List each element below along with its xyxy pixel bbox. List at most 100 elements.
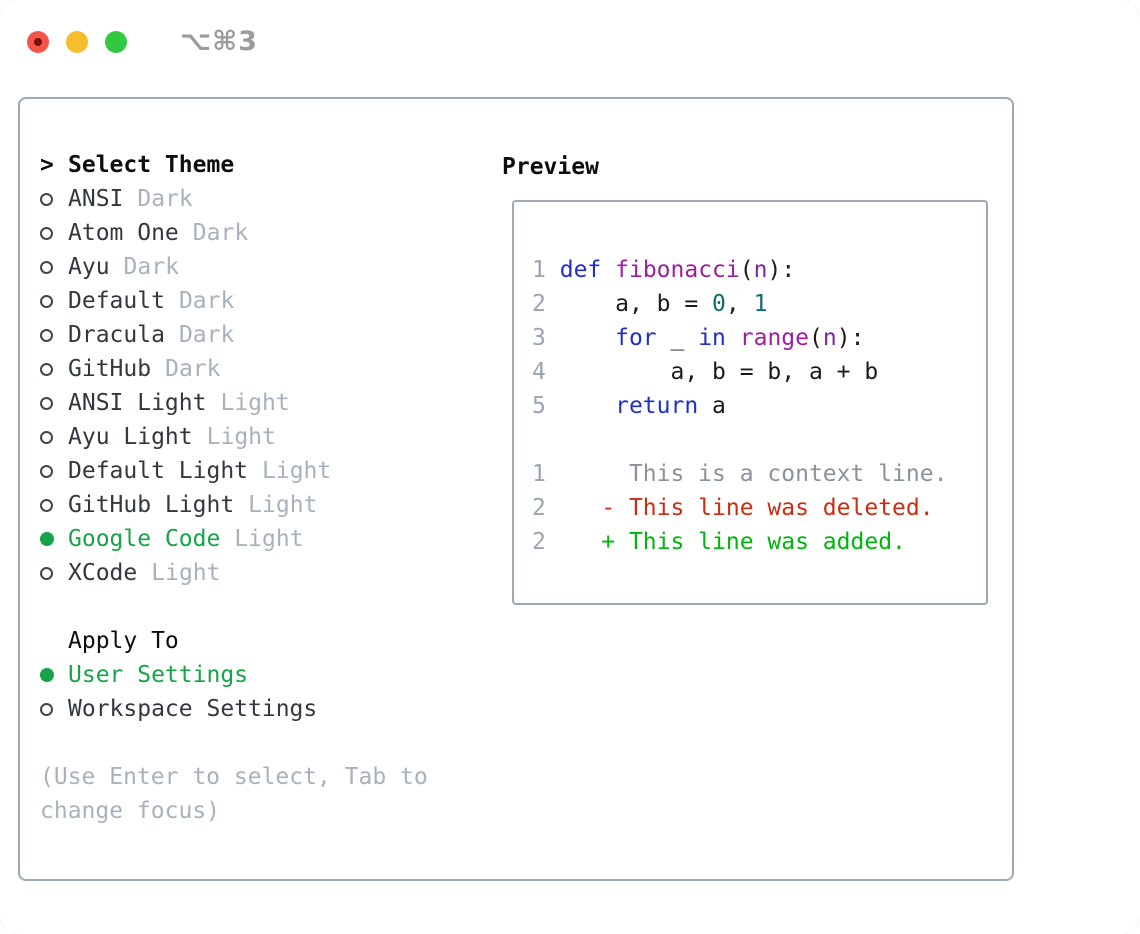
- spacer: [40, 726, 428, 760]
- code-token-plain: [546, 393, 615, 419]
- code-token-kw: for: [615, 325, 657, 351]
- close-button[interactable]: [27, 30, 49, 53]
- select-theme-title: Select Theme: [68, 152, 235, 178]
- radio-icon: [40, 294, 53, 308]
- preview-panel: 1 def fibonacci(n): 2 a, b = 0, 1 3 for …: [512, 200, 988, 605]
- radio-icon: [40, 260, 53, 274]
- radio-icon: [40, 328, 53, 342]
- theme-option-github-light[interactable]: GitHub Light Light: [40, 488, 428, 522]
- theme-option-atom-one[interactable]: Atom One Dark: [40, 216, 428, 250]
- theme-variant-label: Dark: [137, 186, 193, 212]
- theme-variant-label: Dark: [165, 356, 221, 382]
- code-token-kw: def: [559, 257, 602, 283]
- line-number: 2: [532, 495, 546, 521]
- titlebar: ⌥⌘3: [27, 26, 258, 57]
- theme-option-label: XCode: [68, 560, 138, 586]
- radio-icon: [40, 430, 53, 444]
- theme-option-ansi[interactable]: ANSI Dark: [40, 182, 428, 216]
- theme-variant-label: Dark: [123, 254, 179, 280]
- radio-icon: [40, 702, 53, 716]
- code-token-fn: fibonacci: [615, 257, 740, 283]
- radio-icon: [40, 464, 53, 478]
- theme-list: ANSI Dark Atom One Dark Ayu Dark Default…: [40, 182, 428, 590]
- code-token-plain: (: [809, 325, 823, 351]
- code-token-plain: [601, 257, 615, 283]
- code-line: 2 a, b = 0, 1: [532, 287, 986, 321]
- code-token-del: - This line was deleted.: [545, 495, 934, 521]
- window-title-shortcut: ⌥⌘3: [180, 26, 258, 57]
- spacer: [40, 590, 428, 624]
- theme-option-label: Ayu Light: [68, 424, 193, 450]
- code-token-plain: a, b = b, a + b: [545, 359, 879, 385]
- theme-option-dracula[interactable]: Dracula Dark: [40, 318, 428, 352]
- focus-arrow-icon: >: [40, 152, 54, 178]
- theme-option-xcode[interactable]: XCode Light: [40, 556, 428, 590]
- code-token-param: n: [822, 325, 837, 351]
- theme-option-label: GitHub Light: [68, 492, 235, 518]
- radio-selected-icon: [40, 668, 54, 682]
- code-token-plain: ,: [725, 291, 754, 317]
- theme-variant-label: Dark: [192, 220, 249, 246]
- theme-option-label: Atom One: [68, 220, 179, 246]
- line-number: 4: [532, 359, 546, 385]
- theme-picker-panel: > Select Theme ANSI Dark Atom One Dark A…: [18, 97, 1014, 881]
- code-token-lit: 1: [753, 291, 768, 317]
- theme-variant-label: Dark: [178, 322, 235, 348]
- code-token-plain: [546, 257, 560, 283]
- line-number: 1: [532, 257, 546, 283]
- help-text-line-1: (Use Enter to select, Tab to: [40, 764, 428, 790]
- theme-variant-label: Light: [220, 390, 290, 416]
- minimize-button[interactable]: [66, 30, 88, 53]
- apply-option-label: Workspace Settings: [68, 696, 318, 722]
- theme-option-github[interactable]: GitHub Dark: [40, 352, 428, 386]
- theme-option-label: ANSI: [68, 186, 124, 212]
- code-token-add: + This line was added.: [545, 529, 906, 555]
- theme-variant-label: Dark: [178, 288, 235, 314]
- code-token-kw: in: [698, 325, 726, 351]
- code-line: 2 - This line was deleted.: [532, 491, 986, 525]
- code-token-plain: [726, 325, 740, 351]
- theme-option-ayu[interactable]: Ayu Dark: [40, 250, 428, 284]
- code-line: 5 return a: [532, 389, 986, 423]
- theme-option-google-code[interactable]: Google Code Light: [40, 522, 428, 556]
- code-token-plain: ):: [767, 257, 796, 283]
- apply-option-workspace-settings[interactable]: Workspace Settings: [40, 692, 428, 726]
- code-line: [532, 423, 986, 457]
- theme-option-label: Ayu: [68, 254, 110, 280]
- radio-icon: [40, 396, 53, 410]
- apply-to-header: Apply To: [40, 624, 428, 658]
- radio-selected-icon: [40, 532, 54, 546]
- theme-selector-column: > Select Theme ANSI Dark Atom One Dark A…: [20, 99, 428, 828]
- apply-to-list: User Settings Workspace Settings: [40, 658, 428, 726]
- theme-variant-label: Light: [206, 424, 276, 450]
- line-number: 1: [532, 461, 546, 487]
- apply-option-user-settings[interactable]: User Settings: [40, 658, 428, 692]
- apply-to-title: Apply To: [68, 628, 179, 654]
- code-token-ctx: This is a context line.: [545, 461, 948, 487]
- radio-icon: [40, 192, 53, 206]
- theme-option-label: Default: [68, 288, 165, 314]
- code-token-plain: _: [656, 325, 699, 351]
- theme-option-label: ANSI Light: [68, 390, 207, 416]
- theme-option-default-light[interactable]: Default Light Light: [40, 454, 428, 488]
- theme-option-label: Google Code: [68, 526, 221, 552]
- theme-option-ansi-light[interactable]: ANSI Light Light: [40, 386, 428, 420]
- maximize-button[interactable]: [105, 30, 127, 53]
- line-number: 5: [532, 393, 546, 419]
- theme-variant-label: Light: [248, 492, 318, 518]
- code-token-plain: a, b =: [545, 291, 713, 317]
- preview-title: Preview: [502, 154, 599, 180]
- code-line: 2 + This line was added.: [532, 525, 986, 559]
- radio-icon: [40, 566, 53, 580]
- code-line: 4 a, b = b, a + b: [532, 355, 986, 389]
- theme-variant-label: Light: [234, 526, 304, 552]
- apply-option-label: User Settings: [68, 662, 249, 688]
- theme-option-label: GitHub: [68, 356, 152, 382]
- theme-option-ayu-light[interactable]: Ayu Light Light: [40, 420, 428, 454]
- code-token-plain: (: [739, 257, 754, 283]
- code-token-fn: range: [739, 325, 810, 351]
- code-preview: 1 def fibonacci(n): 2 a, b = 0, 1 3 for …: [532, 253, 986, 559]
- theme-option-default[interactable]: Default Dark: [40, 284, 428, 318]
- code-line: 3 for _ in range(n):: [532, 321, 986, 355]
